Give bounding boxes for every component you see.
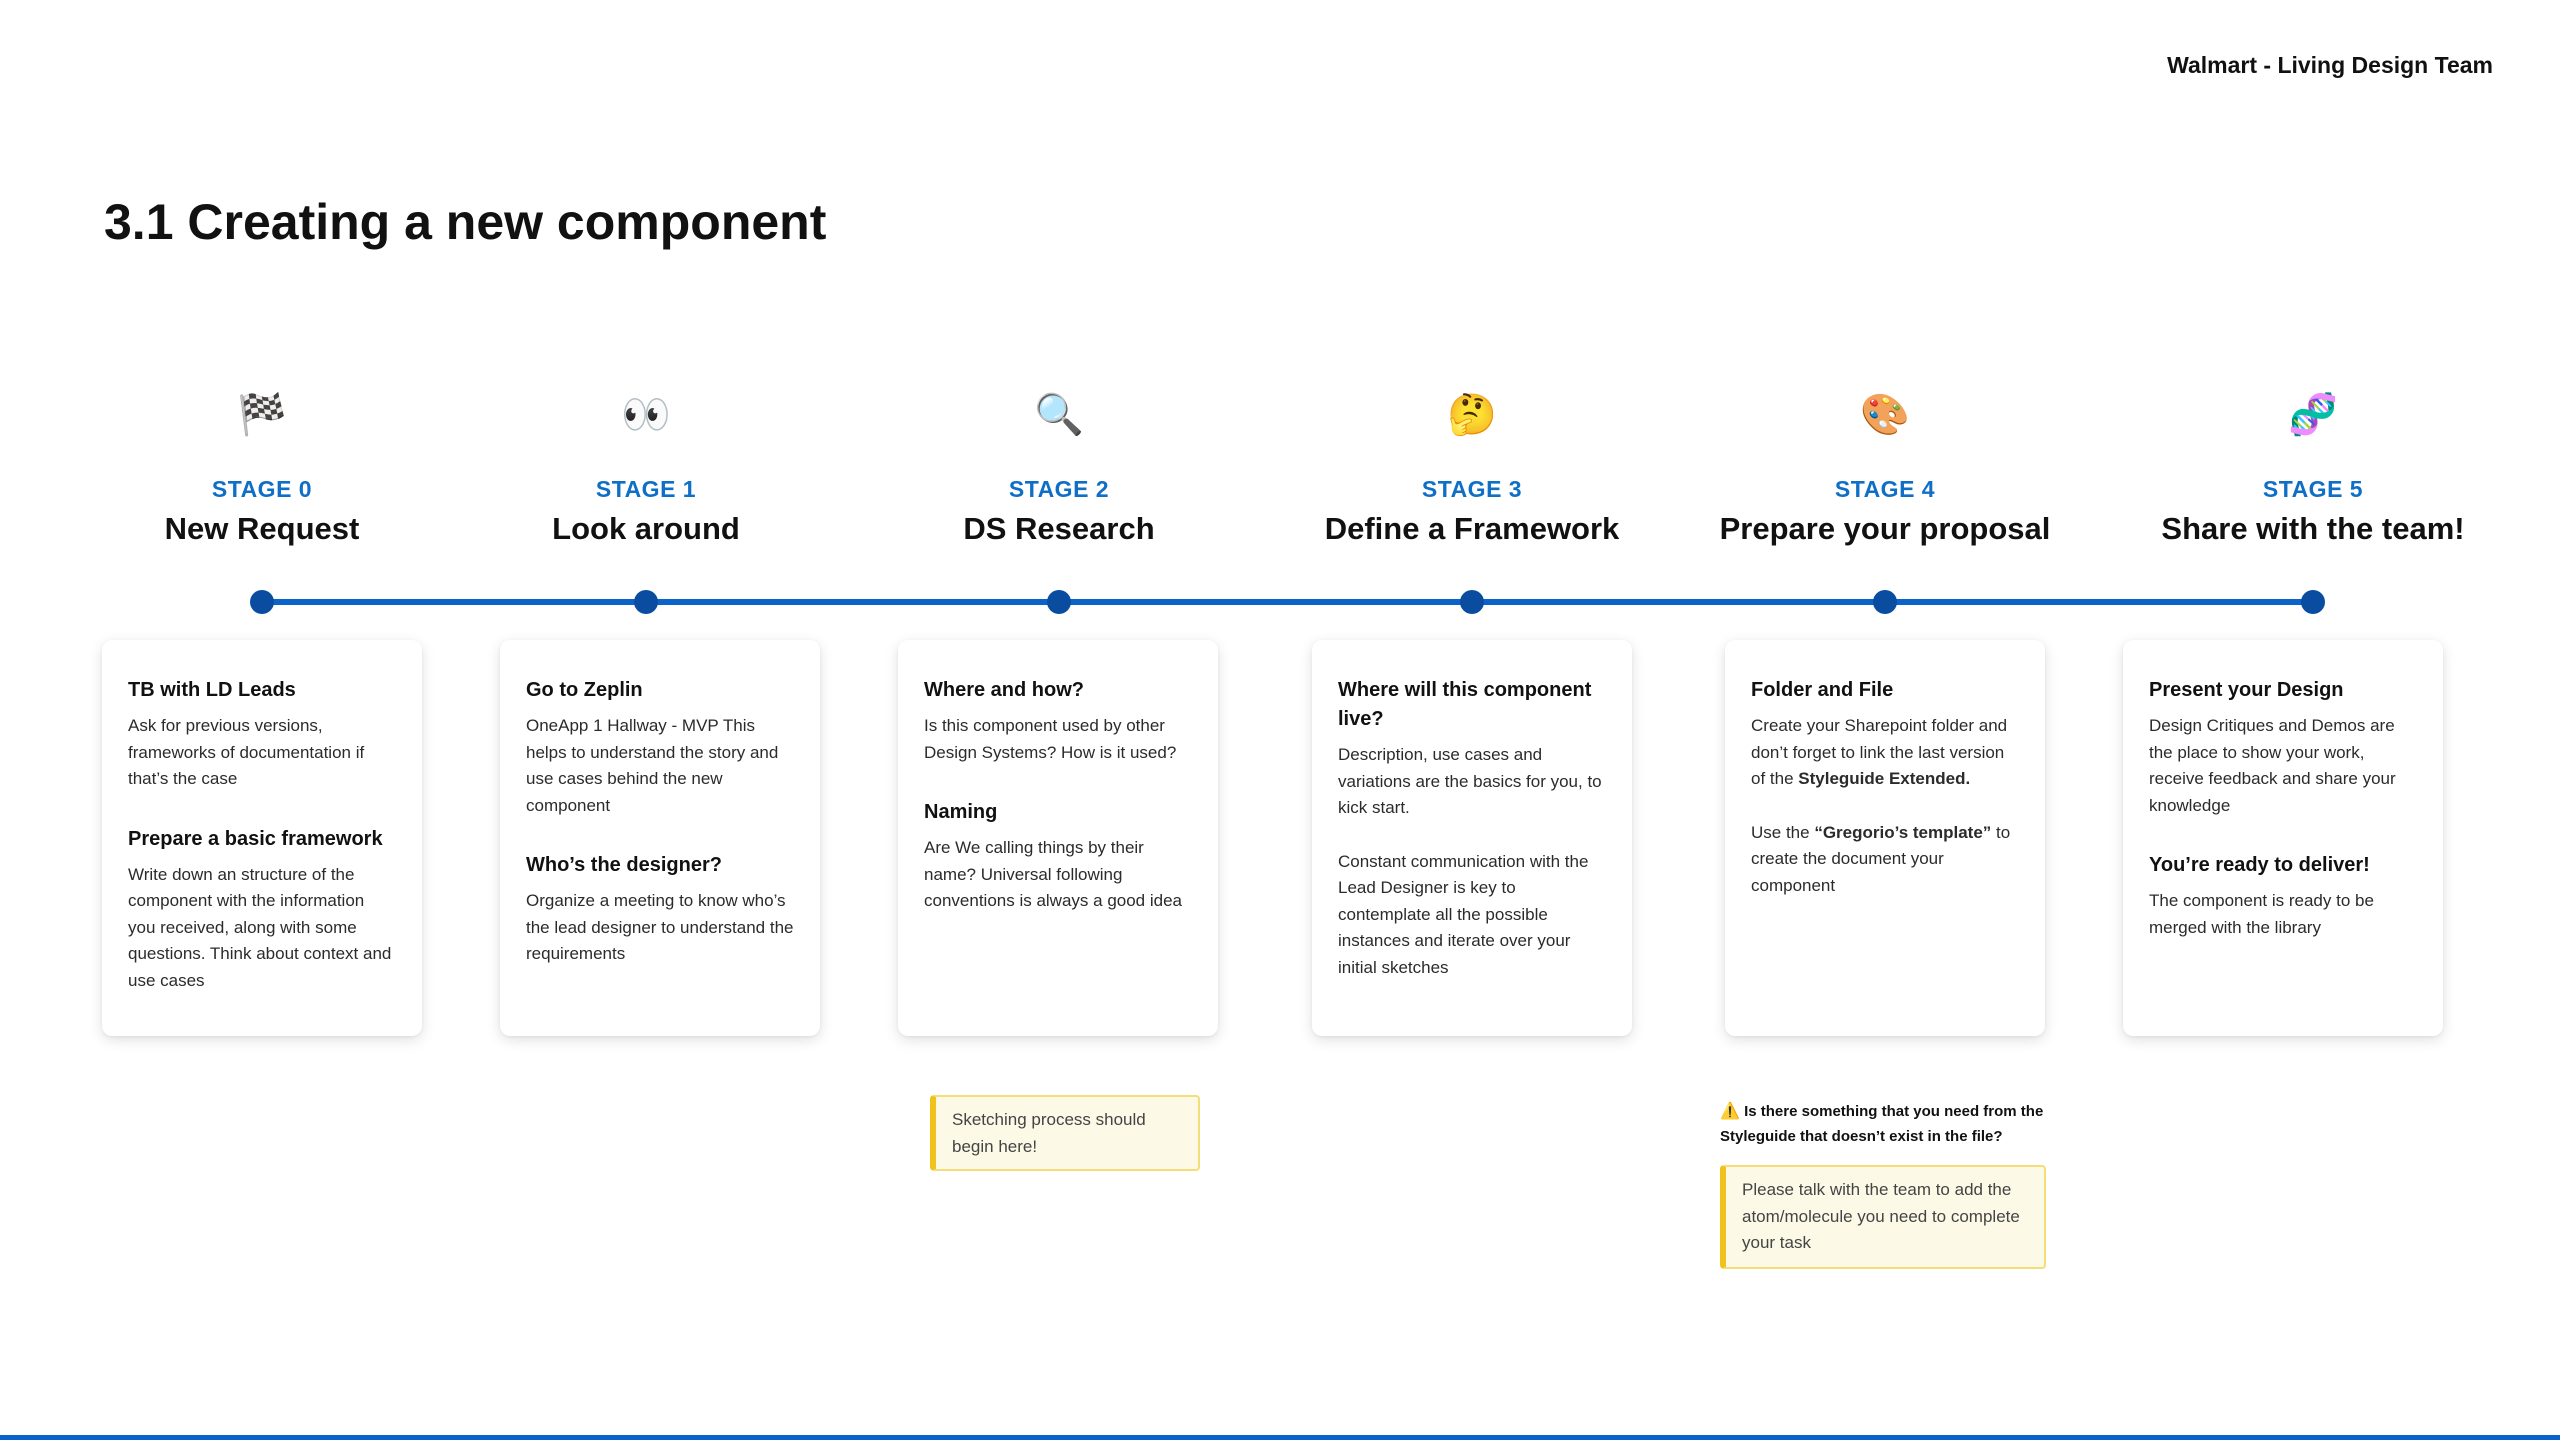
card-text: Constant communication with the Lead Des…	[1338, 851, 1589, 977]
stage-title: New Request	[164, 511, 360, 546]
talk-to-team-note: Please talk with the team to add the ato…	[1720, 1165, 2046, 1269]
artist-palette-icon: 🎨	[1860, 392, 1910, 438]
checkered-flag-icon: 🏁	[237, 392, 287, 438]
card-text-part: Create your Sharepoint folder and don’t …	[1751, 716, 2008, 788]
magnifying-glass-icon: 🔍	[1034, 392, 1084, 438]
stage-4-header: 🎨 STAGE 4 Prepare your proposal	[1655, 380, 2115, 549]
card-text: The component is ready to be merged with…	[2149, 891, 2374, 937]
stage-title: Look around	[552, 511, 740, 546]
card-heading: Prepare a basic framework	[128, 827, 383, 850]
stage-title: Prepare your proposal	[1719, 511, 2051, 546]
card-text: Organize a meeting to know who’s the lea…	[526, 891, 794, 963]
warning-icon: ⚠️	[1720, 1101, 1740, 1120]
card-text: Are We calling things by their name? Uni…	[924, 838, 1182, 910]
stage-3-card: Where will this component live? Descript…	[1312, 640, 1632, 1036]
stage-label: STAGE 3	[1421, 476, 1523, 502]
warning-text: ⚠️ Is there something that you need from…	[1720, 1098, 2060, 1149]
card-heading: Go to Zeplin	[526, 679, 643, 701]
template-name: “Gregorio’s template”	[1814, 822, 1992, 842]
stage-label: STAGE 5	[2262, 476, 2364, 502]
stage-0-card: TB with LD Leads Ask for previous versio…	[102, 640, 422, 1036]
timeline-dot	[634, 590, 658, 614]
timeline-dot	[1460, 590, 1484, 614]
stage-4-card: Folder and File Create your Sharepoint f…	[1725, 640, 2045, 1036]
stage-3-header: 🤔 STAGE 3 Define a Framework	[1242, 380, 1702, 549]
card-text: Use the “Gregorio’s template” to create …	[1751, 820, 2019, 900]
card-heading: Where and how?	[924, 679, 1084, 701]
timeline-dot	[1873, 590, 1897, 614]
sketching-note: Sketching process should begin here!	[930, 1095, 1200, 1171]
card-text-part: Use the	[1751, 822, 1815, 842]
page-title: 3.1 Creating a new component	[104, 194, 827, 250]
card-heading: Naming	[924, 801, 998, 823]
card-text: Is this component used by other Design S…	[924, 716, 1177, 762]
card-heading: You’re ready to deliver!	[2149, 854, 2370, 876]
timeline-dot	[250, 590, 274, 614]
card-text: Description, use cases and variations ar…	[1338, 745, 1602, 817]
stage-label: STAGE 1	[595, 476, 697, 502]
stage-5-card: Present your Design Design Critiques and…	[2123, 640, 2443, 1036]
dna-icon: 🧬	[2288, 392, 2338, 438]
stage-1-card: Go to Zeplin OneApp 1 Hallway - MVP This…	[500, 640, 820, 1036]
stage-1-header: 👀 STAGE 1 Look around	[416, 380, 876, 549]
card-text: Write down an structure of the component…	[128, 864, 392, 990]
bottom-bar	[0, 1435, 2560, 1440]
card-text: Ask for previous versions, frameworks of…	[128, 716, 365, 788]
team-label: Walmart - Living Design Team	[2167, 52, 2493, 78]
warning-message: Is there something that you need from th…	[1720, 1103, 2044, 1145]
card-heading: Who’s the designer?	[526, 854, 722, 876]
stage-title: Share with the team!	[2161, 511, 2465, 546]
stage-5-header: 🧬 STAGE 5 Share with the team!	[2083, 380, 2543, 549]
stage-label: STAGE 0	[211, 476, 313, 502]
card-heading: Folder and File	[1751, 679, 1894, 701]
card-heading: TB with LD Leads	[128, 679, 296, 701]
stage-0-header: 🏁 STAGE 0 New Request	[32, 380, 492, 549]
timeline-dot	[2301, 590, 2325, 614]
eyes-icon: 👀	[621, 392, 671, 438]
stage-title: DS Research	[963, 511, 1155, 546]
card-text: Design Critiques and Demos are the place…	[2149, 716, 2396, 815]
timeline-dot	[1047, 590, 1071, 614]
stage-2-card: Where and how? Is this component used by…	[898, 640, 1218, 1036]
timeline-line	[262, 599, 2314, 605]
card-heading: Where will this component live?	[1338, 679, 1592, 730]
card-text: Create your Sharepoint folder and don’t …	[1751, 713, 2019, 793]
stage-title: Define a Framework	[1324, 511, 1620, 546]
card-heading: Present your Design	[2149, 679, 2344, 701]
thinking-face-icon: 🤔	[1447, 392, 1497, 438]
stage-2-header: 🔍 STAGE 2 DS Research	[829, 380, 1289, 549]
card-text-part: to create the document your component	[1751, 822, 2011, 895]
stage-label: STAGE 2	[1008, 476, 1110, 502]
card-text: OneApp 1 Hallway - MVP This helps to und…	[526, 716, 779, 815]
stage-label: STAGE 4	[1834, 476, 1936, 502]
styleguide-extended-link: Styleguide Extended.	[1798, 769, 1971, 788]
